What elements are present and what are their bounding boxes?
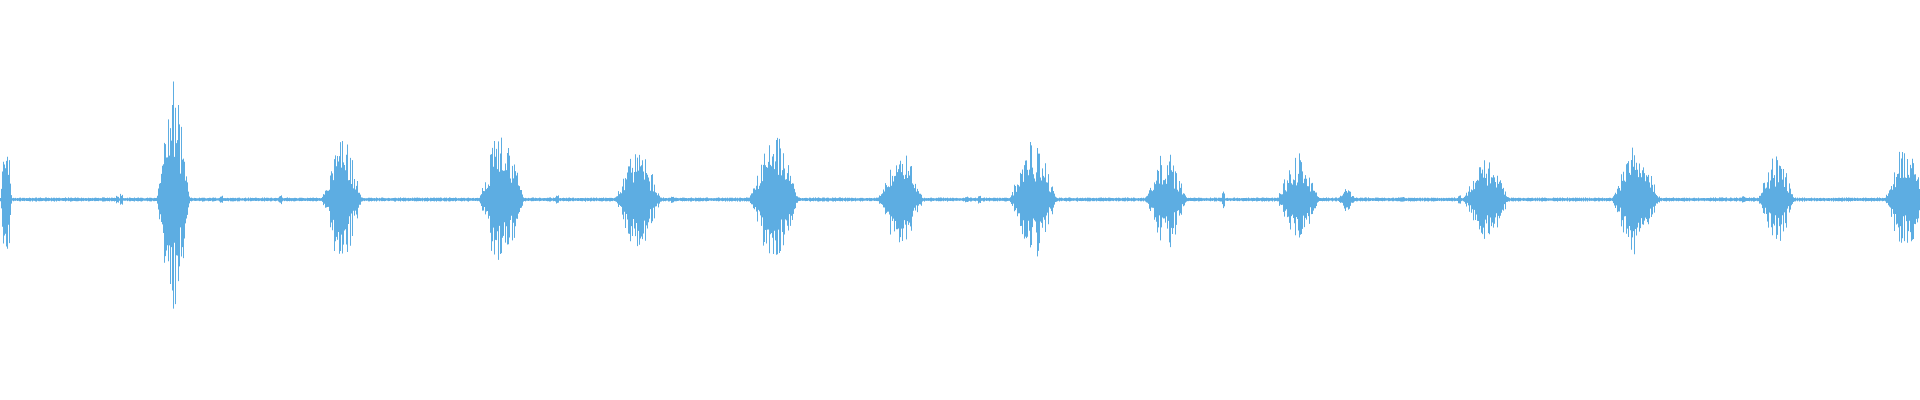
waveform-bars xyxy=(0,81,1920,309)
